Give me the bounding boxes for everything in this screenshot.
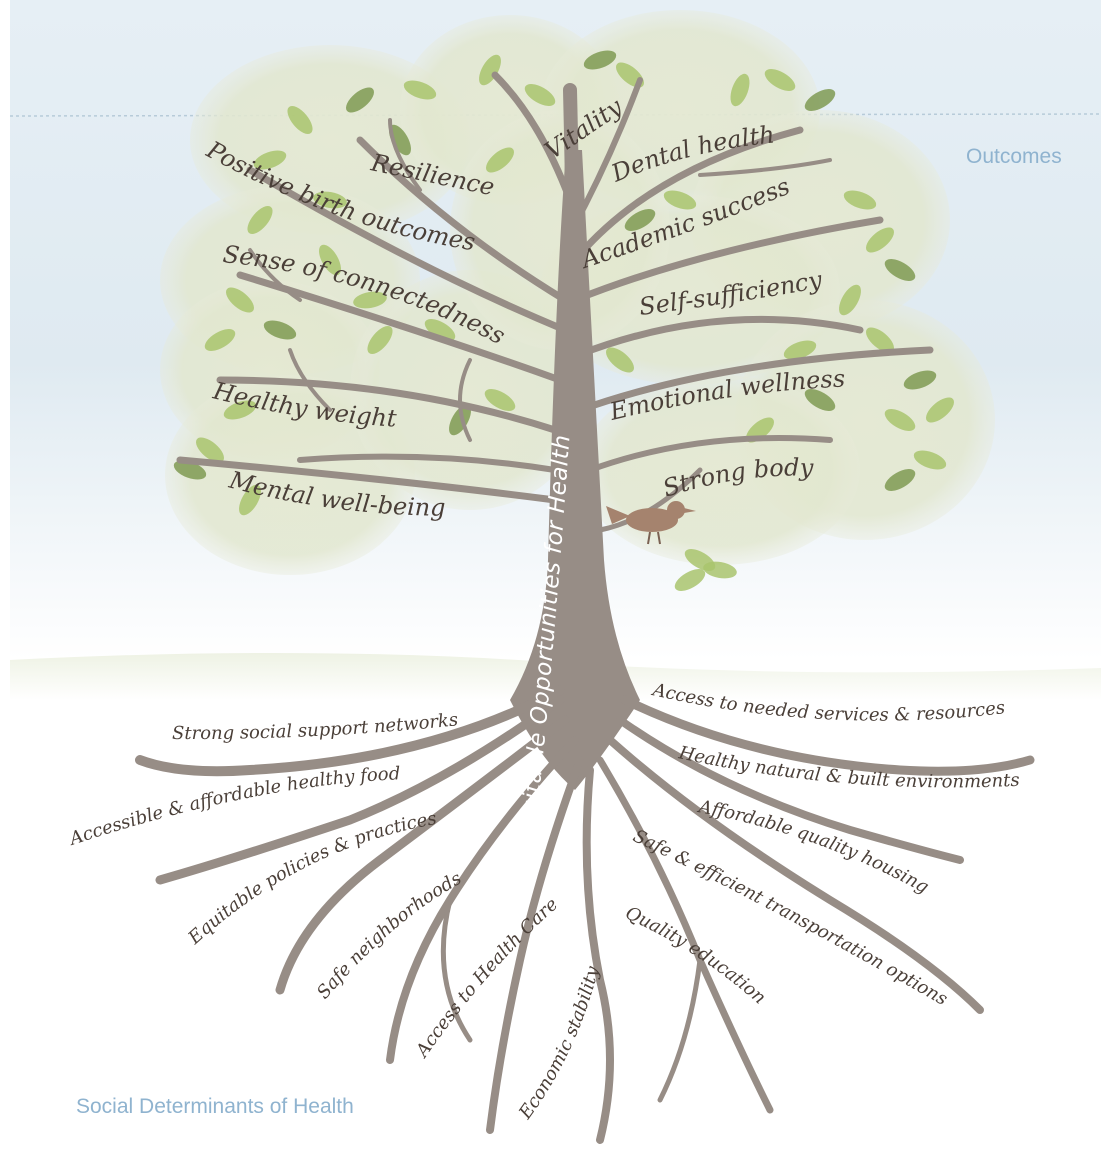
leaf: [865, 327, 895, 353]
leaf: [605, 347, 635, 373]
leaf: [424, 319, 456, 341]
leaf: [839, 284, 861, 316]
leaf: [223, 400, 257, 420]
leaf: [583, 50, 617, 70]
canopy-foliage: [160, 10, 995, 575]
leaf: [353, 291, 387, 309]
leaf: [674, 569, 706, 591]
leaf: [903, 370, 937, 390]
leaf: [524, 84, 556, 106]
leaf: [703, 561, 737, 579]
leaf: [225, 287, 255, 313]
leaf: [479, 54, 501, 86]
outcomes-divider-line: [9, 113, 1101, 117]
leaf: [843, 190, 877, 210]
outcomes-section-label: Outcomes: [966, 145, 1062, 168]
leaf: [484, 389, 516, 411]
leaf: [730, 73, 750, 107]
leaf: [319, 244, 341, 276]
leaf: [345, 87, 375, 113]
trunk: [510, 150, 640, 790]
leaf: [195, 437, 225, 463]
leaf: [663, 190, 697, 210]
leaf: [884, 409, 916, 431]
leaf: [247, 205, 273, 235]
leaf: [804, 389, 836, 411]
leaf: [403, 80, 437, 100]
leaf: [204, 329, 236, 351]
leaf: [253, 150, 287, 170]
leaf: [913, 450, 947, 470]
leaf: [287, 105, 313, 135]
leaf: [485, 147, 515, 173]
leaf: [865, 227, 895, 253]
leaf: [389, 124, 411, 156]
leaf: [173, 460, 207, 480]
leaf: [884, 259, 916, 281]
leaf: [804, 89, 836, 111]
leaves: [173, 50, 955, 591]
leaf: [764, 69, 796, 91]
leaf: [367, 325, 393, 355]
bird: [606, 501, 696, 545]
leaf: [884, 469, 916, 491]
leaf: [263, 320, 297, 340]
determinants-section-label: Social Determinants of Health: [76, 1095, 354, 1118]
leaf: [239, 484, 261, 516]
leaf: [783, 340, 817, 360]
leaf: [624, 209, 656, 231]
roots: [135, 685, 1035, 1144]
leaf: [449, 404, 471, 436]
leaf: [313, 191, 347, 209]
branches: [176, 71, 934, 567]
leaf: [925, 397, 955, 423]
